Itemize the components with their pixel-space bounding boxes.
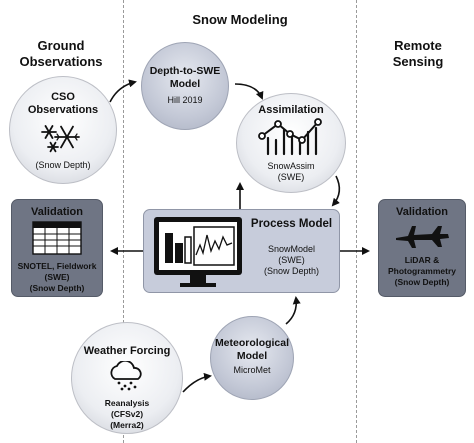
meteorological-model-title: Meteorological Model <box>214 337 290 362</box>
line-chart-icon <box>258 118 322 156</box>
assimilation-node: Assimilation SnowAssim (SWE) <box>236 93 346 193</box>
remote-sensing-title: Remote Sensing <box>392 38 444 69</box>
depth-to-swe-subtitle: Hill 2019 <box>167 95 203 105</box>
weather-forcing-title: Weather Forcing <box>83 345 171 357</box>
ground-observations-title: Ground Observations <box>19 38 103 69</box>
arrow-met-to-process <box>285 296 301 325</box>
depth-to-swe-node: Depth-to-SWE Model Hill 2019 <box>141 42 229 130</box>
arrow-assim-to-process <box>331 175 341 207</box>
assimilation-subtitle: SnowAssim (SWE) <box>267 161 315 182</box>
cso-observations-subtitle: (Snow Depth) <box>35 160 91 170</box>
depth-to-swe-title: Depth-to-SWE Model <box>149 65 221 90</box>
validation-left-subtitle: SNOTEL, Fieldwork (SWE) (Snow Depth) <box>17 261 97 293</box>
validation-right-subtitle: LiDAR & Photogrammetry (Snow Depth) <box>387 255 456 287</box>
arrow-depth-to-assim <box>234 83 264 100</box>
weather-forcing-subtitle: Reanalysis (CFSv2) (Merra2) <box>104 398 150 430</box>
arrow-cso-to-depth <box>109 79 137 103</box>
weather-forcing-node: Weather Forcing Reanalysis (CFSv2) (Merr… <box>71 322 183 434</box>
table-icon <box>32 221 82 255</box>
airplane-icon <box>396 226 449 248</box>
process-model-node: Process Model SnowModel (SWE) (Snow Dept… <box>143 209 340 293</box>
validation-right-title: Validation <box>396 206 448 218</box>
cso-observations-title: CSO Observations <box>27 91 99 116</box>
meteorological-model-node: Meteorological Model MicroMet <box>210 316 294 400</box>
cso-observations-node: CSO Observations (Snow Depth) <box>9 76 117 184</box>
arrow-weather-to-met <box>182 372 212 393</box>
validation-left-node: Validation SNOTEL, Fieldwork (SWE) (Snow… <box>11 199 103 297</box>
monitor-icon <box>154 217 242 287</box>
meteorological-model-subtitle: MicroMet <box>233 365 271 375</box>
right-section-divider <box>356 0 357 443</box>
snow-cloud-icon <box>110 359 142 391</box>
left-section-divider <box>123 0 124 443</box>
assimilation-title: Assimilation <box>258 104 324 116</box>
process-model-title: Process Model <box>250 218 333 230</box>
snow-modeling-title: Snow Modeling <box>192 12 288 27</box>
process-model-subtitle: SnowModel (SWE) (Snow Depth) <box>263 244 320 276</box>
validation-left-title: Validation <box>31 206 83 218</box>
snowflake-icon <box>41 125 80 153</box>
validation-right-node: Validation LiDAR & Photogrammetry (Snow … <box>378 199 466 297</box>
